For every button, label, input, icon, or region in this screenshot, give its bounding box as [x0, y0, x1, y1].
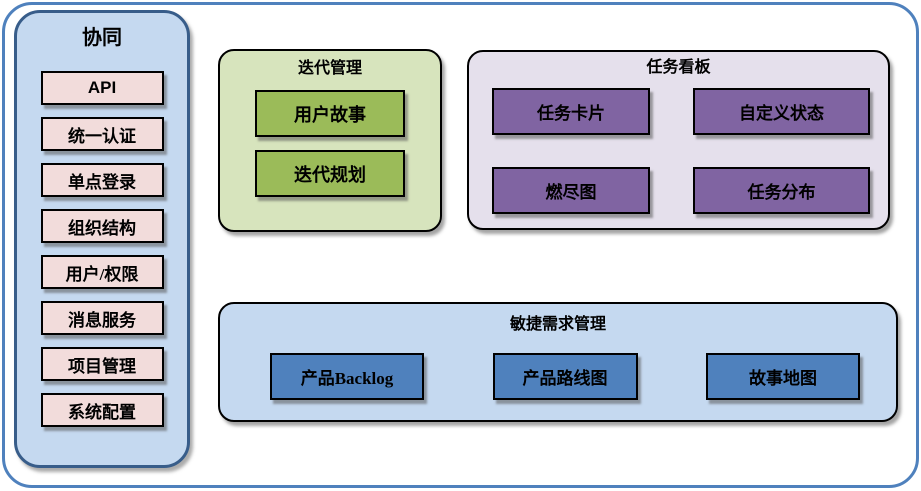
sidebar-item-unified-auth: 统一认证 [40, 117, 164, 151]
item-product-roadmap: 产品路线图 [492, 353, 638, 400]
panel-iteration-management: 迭代管理 用户故事 迭代规划 [218, 49, 442, 232]
item-iteration-planning: 迭代规划 [255, 150, 405, 197]
panel-iteration-title: 迭代管理 [297, 60, 362, 77]
sidebar-title: 协同 [82, 27, 122, 49]
item-custom-status: 自定义状态 [693, 88, 870, 135]
requirements-items: 产品Backlog 产品路线图 故事地图 [220, 353, 896, 400]
sidebar-item-sso: 单点登录 [40, 163, 164, 197]
sidebar-item-api: API [40, 71, 164, 105]
panel-agile-requirements: 敏捷需求管理 产品Backlog 产品路线图 故事地图 [218, 302, 898, 422]
panel-taskboard-title: 任务看板 [646, 59, 711, 76]
iteration-items: 用户故事 迭代规划 [220, 90, 440, 197]
sidebar-item-project-management: 项目管理 [40, 347, 164, 381]
sidebar-item-org-structure: 组织结构 [40, 209, 164, 243]
taskboard-items: 任务卡片 自定义状态 燃尽图 任务分布 [469, 88, 888, 214]
item-burndown-chart: 燃尽图 [492, 167, 650, 214]
sidebar-item-message-service: 消息服务 [40, 301, 164, 335]
item-task-card: 任务卡片 [492, 88, 650, 135]
sidebar-items: API 统一认证 单点登录 组织结构 用户/权限 消息服务 项目管理 系统配置 [17, 71, 187, 427]
sidebar-collaboration: 协同 API 统一认证 单点登录 组织结构 用户/权限 消息服务 项目管理 系统… [14, 10, 190, 468]
sidebar-item-system-config: 系统配置 [40, 393, 164, 427]
item-product-backlog: 产品Backlog [270, 353, 424, 400]
item-user-story: 用户故事 [255, 90, 405, 137]
sidebar-item-user-permissions: 用户/权限 [40, 255, 164, 289]
panel-requirements-title: 敏捷需求管理 [509, 316, 606, 333]
item-story-map: 故事地图 [706, 353, 860, 400]
item-task-distribution: 任务分布 [693, 167, 870, 214]
panel-task-board: 任务看板 任务卡片 自定义状态 燃尽图 任务分布 [467, 50, 890, 230]
